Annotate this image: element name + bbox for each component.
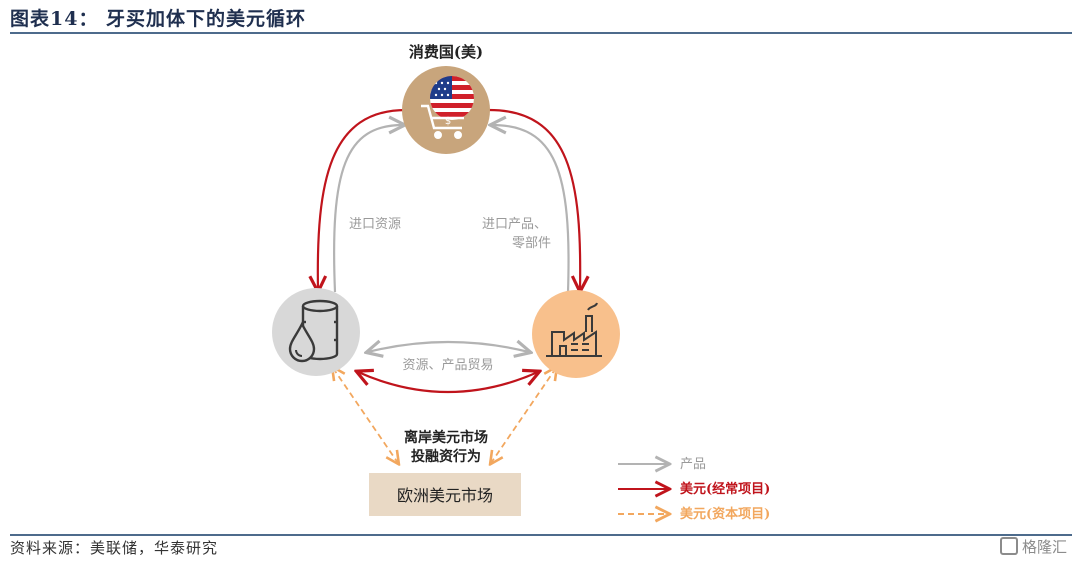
title-rule	[10, 32, 1072, 34]
source-note: 资料来源：美联储，华泰研究	[10, 539, 219, 557]
label-import-resources: 进口资源	[349, 217, 401, 232]
arrow-dollar-trade	[358, 372, 538, 394]
watermark-text: 格隆汇	[1022, 538, 1068, 556]
legend-label-capital: 美元(资本项目)	[680, 506, 770, 522]
legend: 产品 美元(经常项目) 美元(资本项目)	[618, 457, 770, 522]
legend-label-product: 产品	[680, 457, 706, 472]
watermark-logo-icon	[1000, 537, 1018, 555]
arrow-dollar-to-producer	[488, 108, 580, 290]
arrow-dollar-to-resource	[318, 108, 407, 290]
factory-icon	[546, 302, 602, 357]
arrow-capital-resource	[333, 368, 398, 463]
consumer-label: 消费国(美)	[409, 43, 483, 61]
label-import-products-1: 进口产品、	[482, 217, 547, 232]
euro-market-label: 欧洲美元市场	[397, 486, 493, 505]
label-offshore-1: 离岸美元市场	[404, 429, 488, 446]
arrow-import-products	[492, 125, 570, 293]
arrow-trade-products	[368, 342, 529, 352]
euro-market-box	[369, 473, 521, 516]
label-import-products-2: 零部件	[512, 236, 551, 251]
label-offshore-2: 投融资行为	[411, 448, 481, 465]
drop-shine	[295, 349, 303, 357]
footer-rule	[10, 534, 1072, 536]
legend-label-current: 美元(经常项目)	[680, 481, 770, 497]
figure-title: 图表14： 牙买加体下的美元循环	[10, 8, 307, 30]
shopping-cart-icon	[421, 104, 464, 139]
arrow-capital-producer	[491, 368, 556, 463]
arrow-import-resources	[333, 125, 403, 293]
producer-node	[532, 290, 620, 378]
label-trade: 资源、产品贸易	[402, 358, 493, 373]
dollar-sign-icon: $	[445, 116, 451, 127]
watermark: 格隆汇	[1000, 536, 1067, 557]
